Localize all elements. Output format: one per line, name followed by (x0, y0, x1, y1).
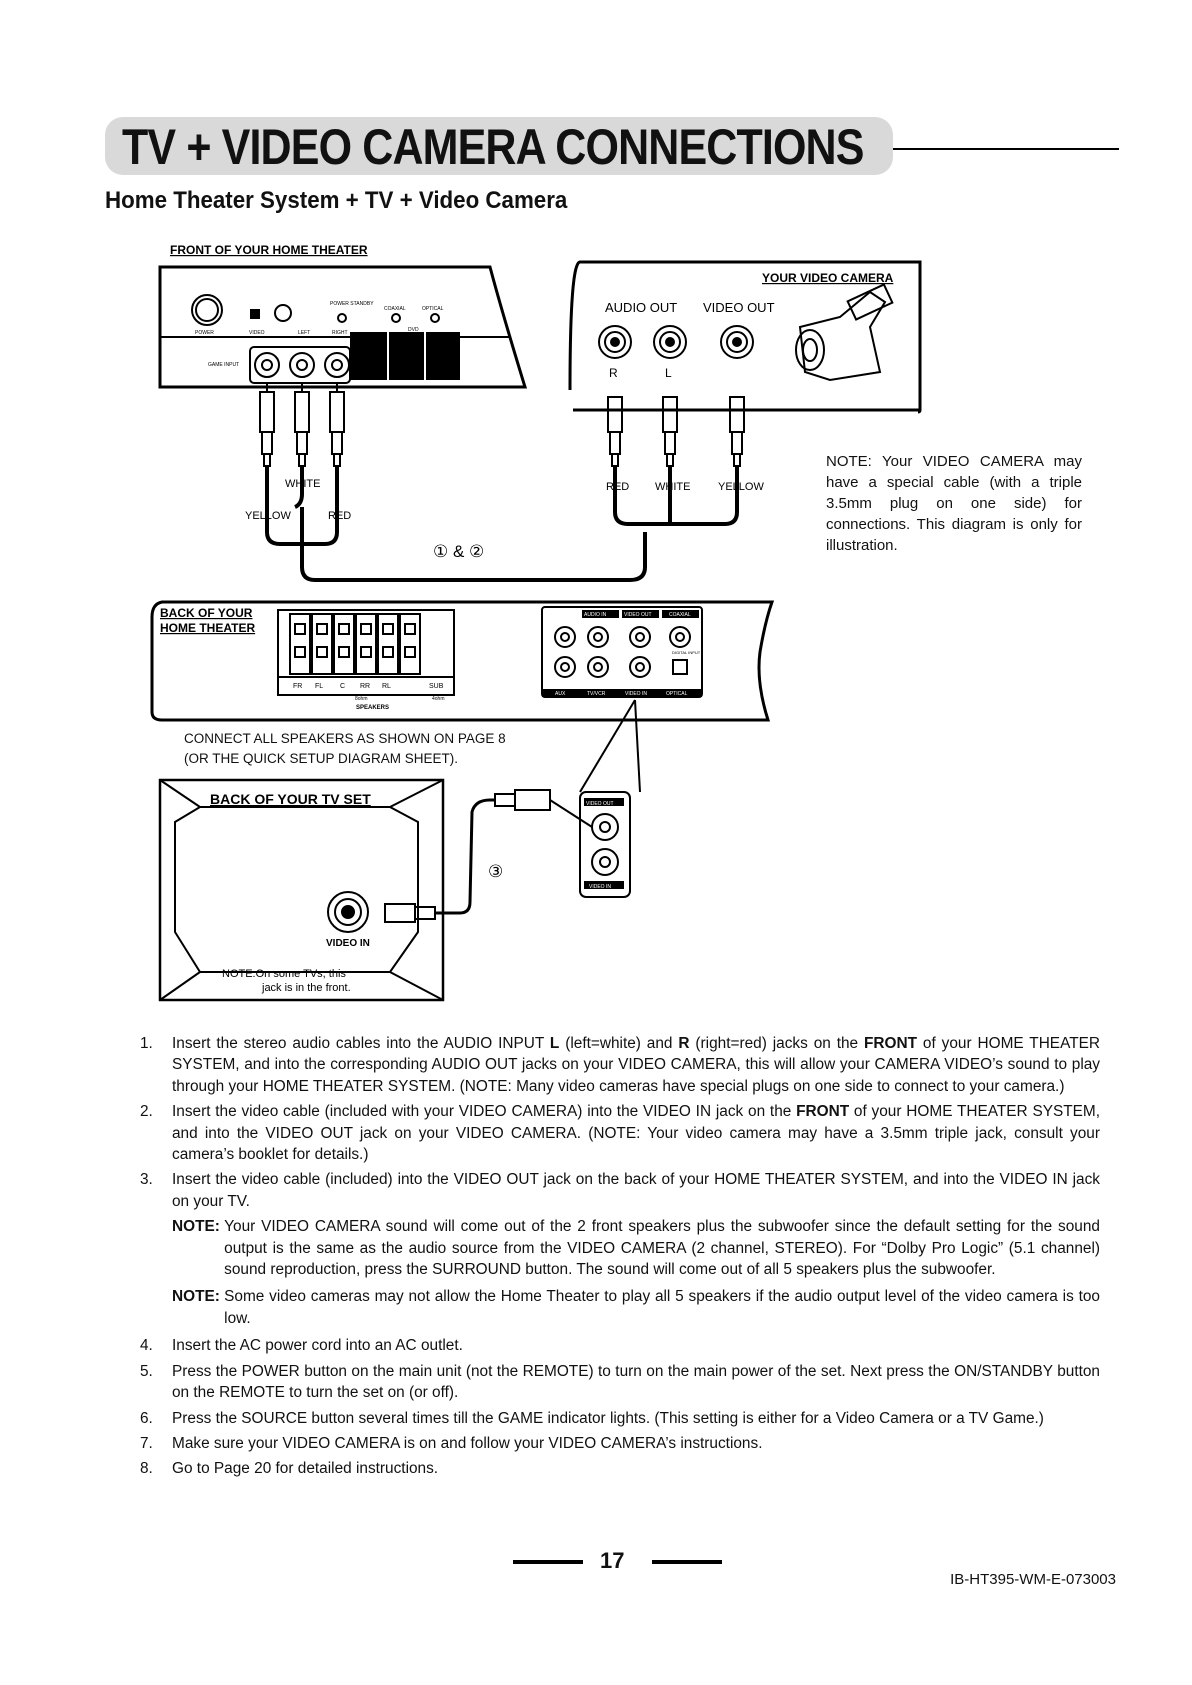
svg-text:RL: RL (382, 683, 391, 690)
svg-text:VIDEO IN: VIDEO IN (589, 884, 611, 890)
list-item: 1. Insert the stereo audio cables into t… (140, 1035, 1100, 1095)
svg-text:RR: RR (360, 683, 370, 690)
svg-text:jack is in the front.: jack is in the front. (261, 982, 351, 994)
svg-text:HOME THEATER: HOME THEATER (160, 621, 255, 635)
page-number-rule-left (513, 1560, 583, 1564)
front-label: FRONT OF YOUR HOME THEATER (170, 243, 368, 257)
list-item: 8. Go to Page 20 for detailed instructio… (140, 1460, 439, 1478)
svg-text:LEFT: LEFT (298, 330, 310, 336)
svg-text:8ohm: 8ohm (355, 696, 368, 702)
front-plugs (259, 382, 345, 467)
front-cable (265, 466, 339, 546)
list-item: 3. Insert the video cable (included) int… (140, 1171, 1100, 1210)
svg-text:COAXIAL: COAXIAL (384, 306, 406, 312)
camera-label: YOUR VIDEO CAMERA (762, 271, 894, 285)
svg-text:BACK OF YOUR: BACK OF YOUR (160, 606, 253, 620)
list-item: 2. Insert the video cable (included with… (140, 1103, 1101, 1164)
front-game-jacks (249, 346, 351, 384)
svg-text:R: R (609, 366, 618, 380)
camera-jacks (598, 325, 754, 359)
camera-note: NOTE: Your VIDEO CAMERA may have a speci… (826, 453, 1082, 554)
speaker-terminals (277, 609, 455, 696)
title-banner (105, 117, 893, 175)
svg-text:L: L (665, 366, 672, 380)
svg-text:DVD: DVD (408, 327, 419, 333)
svg-text:WHITE: WHITE (285, 478, 320, 490)
svg-text:YELLOW: YELLOW (718, 481, 764, 493)
connection-diagram: FRONT OF YOUR HOME THEATER POWER POWER S… (150, 243, 922, 1002)
camera-panel (568, 260, 922, 414)
svg-text:C: C (340, 683, 345, 690)
list-item: 4. Insert the AC power cord into an AC o… (140, 1337, 463, 1355)
svg-text:OPTICAL: OPTICAL (666, 691, 688, 697)
svg-text:OPTICAL: OPTICAL (422, 306, 444, 312)
svg-text:AUDIO OUT: AUDIO OUT (605, 300, 677, 315)
page-number: 17 (600, 1548, 625, 1573)
svg-text:FL: FL (315, 683, 323, 690)
svg-text:NOTE:On some TVs, this: NOTE:On some TVs, this (222, 968, 346, 980)
svg-text:VIDEO OUT: VIDEO OUT (624, 612, 652, 618)
note-surround: NOTE: Your VIDEO CAMERA sound will come … (172, 1218, 1100, 1279)
instructions-list: 1. Insert the stereo audio cables into t… (140, 1033, 1100, 1484)
camera-cable (613, 466, 739, 526)
steps-1-2-label: ① & ② (433, 542, 484, 561)
tv-video-in-jack (327, 891, 369, 933)
svg-text:AUX: AUX (555, 691, 566, 697)
svg-text:TV/VCR: TV/VCR (587, 691, 606, 697)
svg-text:VIDEO: VIDEO (249, 330, 265, 336)
svg-text:AUDIO IN: AUDIO IN (584, 612, 607, 618)
svg-text:4ohm: 4ohm (432, 696, 445, 702)
svg-text:VIDEO IN: VIDEO IN (326, 938, 370, 949)
note-audio-level: NOTE: Some video cameras may not allow t… (172, 1288, 1100, 1327)
svg-text:VIDEO OUT: VIDEO OUT (586, 801, 614, 807)
title-rule (893, 148, 1119, 150)
svg-text:RED: RED (328, 510, 351, 522)
page-subtitle: Home Theater System + TV + Video Camera (105, 187, 568, 214)
svg-text:VIDEO IN: VIDEO IN (625, 691, 647, 697)
svg-text:SPEAKERS: SPEAKERS (356, 705, 389, 711)
page-title: TV + VIDEO CAMERA CONNECTIONS (122, 119, 864, 175)
svg-text:RED: RED (606, 481, 629, 493)
svg-text:DIGITAL INPUT: DIGITAL INPUT (672, 650, 701, 655)
back-unit-outline (150, 600, 775, 722)
svg-text:WHITE: WHITE (655, 481, 690, 493)
svg-text:VIDEO OUT: VIDEO OUT (703, 300, 775, 315)
svg-text:POWER: POWER (195, 330, 214, 336)
svg-text:GAME INPUT: GAME INPUT (208, 362, 239, 368)
svg-text:POWER STANDBY: POWER STANDBY (330, 301, 374, 307)
camera-plugs (607, 396, 745, 467)
list-item: 7. Make sure your VIDEO CAMERA is on and… (140, 1434, 763, 1452)
svg-text:SUB: SUB (429, 683, 444, 690)
video-out-inset (579, 791, 631, 898)
svg-text:FR: FR (293, 683, 302, 690)
back-av-panel (541, 606, 703, 698)
tv-label: BACK OF YOUR TV SET (210, 791, 371, 807)
list-item: 5. Press the POWER button on the main un… (140, 1362, 1100, 1402)
page-number-rule-right (652, 1560, 722, 1564)
list-item: 6. Press the SOURCE button several times… (140, 1409, 1044, 1427)
step-3-label: ③ (488, 862, 503, 881)
video-camera-icon (795, 283, 894, 382)
document-id: IB-HT395-WM-E-073003 (950, 1571, 1116, 1588)
svg-text:COAXIAL: COAXIAL (669, 612, 691, 618)
front-unit-outline (158, 265, 528, 389)
tv-set (158, 778, 445, 1002)
power-button (191, 294, 223, 326)
tv-video-cable (384, 789, 593, 923)
svg-text:YELLOW: YELLOW (245, 510, 291, 522)
svg-text:RIGHT: RIGHT (332, 330, 348, 336)
speaker-connect-note: CONNECT ALL SPEAKERS AS SHOWN ON PAGE 8 … (184, 731, 506, 766)
